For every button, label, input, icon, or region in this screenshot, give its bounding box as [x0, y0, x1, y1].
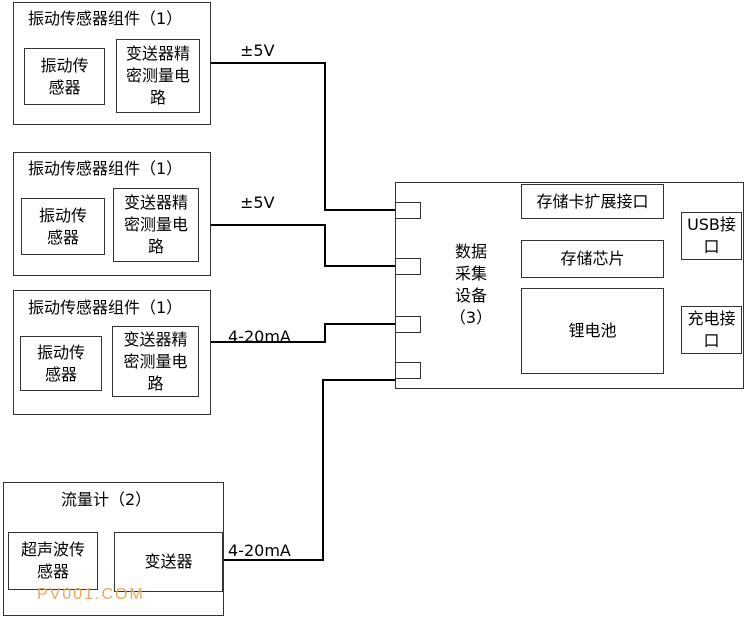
charging-port[interactable]: 充电接 口	[681, 306, 742, 354]
ultrasonic-sensor: 超声波传 感器	[8, 532, 98, 590]
wire-signal-1	[198, 62, 395, 211]
assembly-title: 振动传感器组件（1）	[28, 159, 183, 178]
flowmeter-title: 流量计（2）	[61, 490, 152, 509]
vibration-sensor: 振动传 感器	[20, 336, 102, 391]
assembly-title: 振动传感器组件（1）	[28, 9, 183, 28]
vibration-sensor: 振动传 感器	[24, 48, 105, 105]
transmitter-circuit: 变送器精 密测量电 路	[112, 326, 199, 397]
wire-signal-2	[198, 224, 395, 267]
lithium-battery: 锂电池	[521, 288, 664, 374]
wire-signal-4	[223, 379, 395, 561]
data-acquisition-device: 数据 采集 设备 （3） 存储卡扩展接口 存储芯片 锂电池 USB接 口 充电接…	[395, 182, 744, 389]
input-port-2[interactable]	[395, 258, 421, 275]
input-port-4[interactable]	[395, 362, 421, 379]
sensor-assembly-3: 振动传感器组件（1） 振动传 感器 变送器精 密测量电 路	[13, 290, 211, 415]
sensor-assembly-2: 振动传感器组件（1） 振动传 感器 变送器精 密测量电 路	[13, 152, 211, 276]
usb-port[interactable]: USB接 口	[681, 212, 742, 260]
vibration-sensor: 振动传 感器	[21, 198, 105, 255]
signal-label-1: ±5V	[240, 41, 275, 60]
input-port-3[interactable]	[395, 316, 421, 333]
flowmeter-transmitter: 变送器	[114, 532, 223, 592]
signal-label-2: ±5V	[240, 193, 275, 212]
sensor-assembly-1: 振动传感器组件（1） 振动传 感器 变送器精 密测量电 路	[13, 2, 211, 125]
transmitter-circuit: 变送器精 密测量电 路	[113, 188, 199, 262]
transmitter-circuit: 变送器精 密测量电 路	[116, 39, 200, 113]
assembly-title: 振动传感器组件（1）	[28, 298, 183, 317]
watermark: PV001.COM	[37, 586, 145, 603]
wire-signal-3	[198, 323, 395, 343]
flowmeter-assembly: 流量计（2） 超声波传 感器 变送器	[3, 482, 224, 616]
storage-card-interface: 存储卡扩展接口	[521, 184, 664, 219]
storage-chip: 存储芯片	[521, 240, 664, 278]
input-port-1[interactable]	[395, 202, 421, 219]
signal-label-3: 4-20mA	[228, 327, 291, 346]
daq-label: 数据 采集 设备 （3）	[449, 242, 493, 327]
signal-label-4: 4-20mA	[228, 541, 291, 560]
